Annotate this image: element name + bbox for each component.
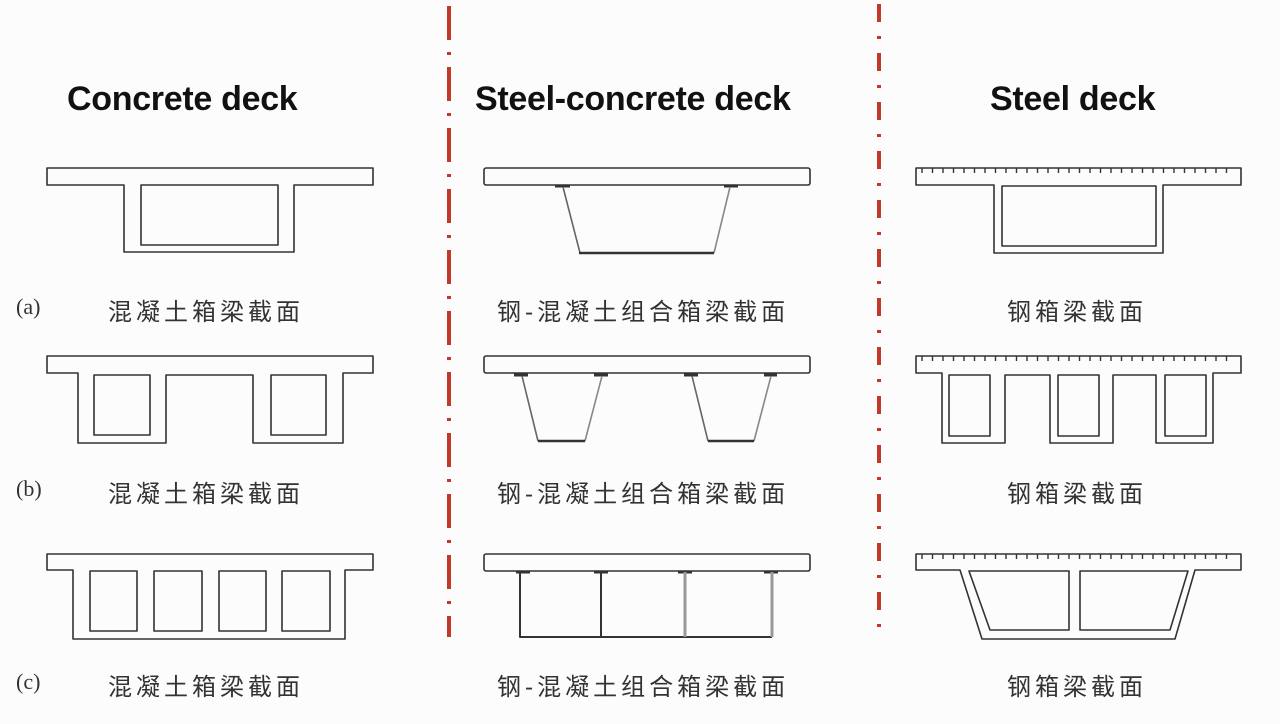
row-label-b: (b) — [16, 476, 42, 501]
diagram-steel-triple-cell — [915, 355, 1242, 444]
caption-a-concrete: 混凝土箱梁截面 — [108, 298, 304, 326]
caption-b-steel: 钢箱梁截面 — [1007, 480, 1147, 508]
column-title-concrete-deck: Concrete deck — [67, 80, 298, 118]
diagram-steel-concrete-single-trapezoid — [483, 167, 811, 255]
deck-stiffeners — [921, 356, 1228, 361]
diagram-concrete-single-cell — [46, 167, 374, 253]
caption-a-steel: 钢箱梁截面 — [1007, 298, 1147, 326]
diagram-steel-concrete-multi-cell — [483, 553, 811, 638]
deck-stiffeners — [921, 554, 1228, 559]
caption-b-steel-concrete: 钢-混凝土组合箱梁截面 — [497, 480, 790, 508]
caption-c-concrete: 混凝土箱梁截面 — [108, 673, 304, 701]
caption-c-steel: 钢箱梁截面 — [1007, 673, 1147, 701]
deck-stiffeners — [921, 168, 1228, 173]
caption-c-steel-concrete: 钢-混凝土组合箱梁截面 — [497, 673, 790, 701]
caption-a-steel-concrete: 钢-混凝土组合箱梁截面 — [497, 298, 790, 326]
row-label-a: (a) — [16, 294, 41, 319]
diagram-concrete-twin-cell — [46, 355, 374, 444]
diagram-steel-single-cell — [915, 167, 1242, 254]
row-label-c: (c) — [16, 669, 41, 694]
column-title-steel-deck: Steel deck — [990, 80, 1156, 118]
diagram-steel-twin-cell-trapezoid — [915, 553, 1242, 640]
diagram-concrete-multi-cell — [46, 553, 374, 640]
column-title-steel-concrete-deck: Steel-concrete deck — [475, 80, 791, 118]
diagram-steel-concrete-twin-trapezoid — [483, 355, 811, 443]
caption-b-concrete: 混凝土箱梁截面 — [108, 480, 304, 508]
